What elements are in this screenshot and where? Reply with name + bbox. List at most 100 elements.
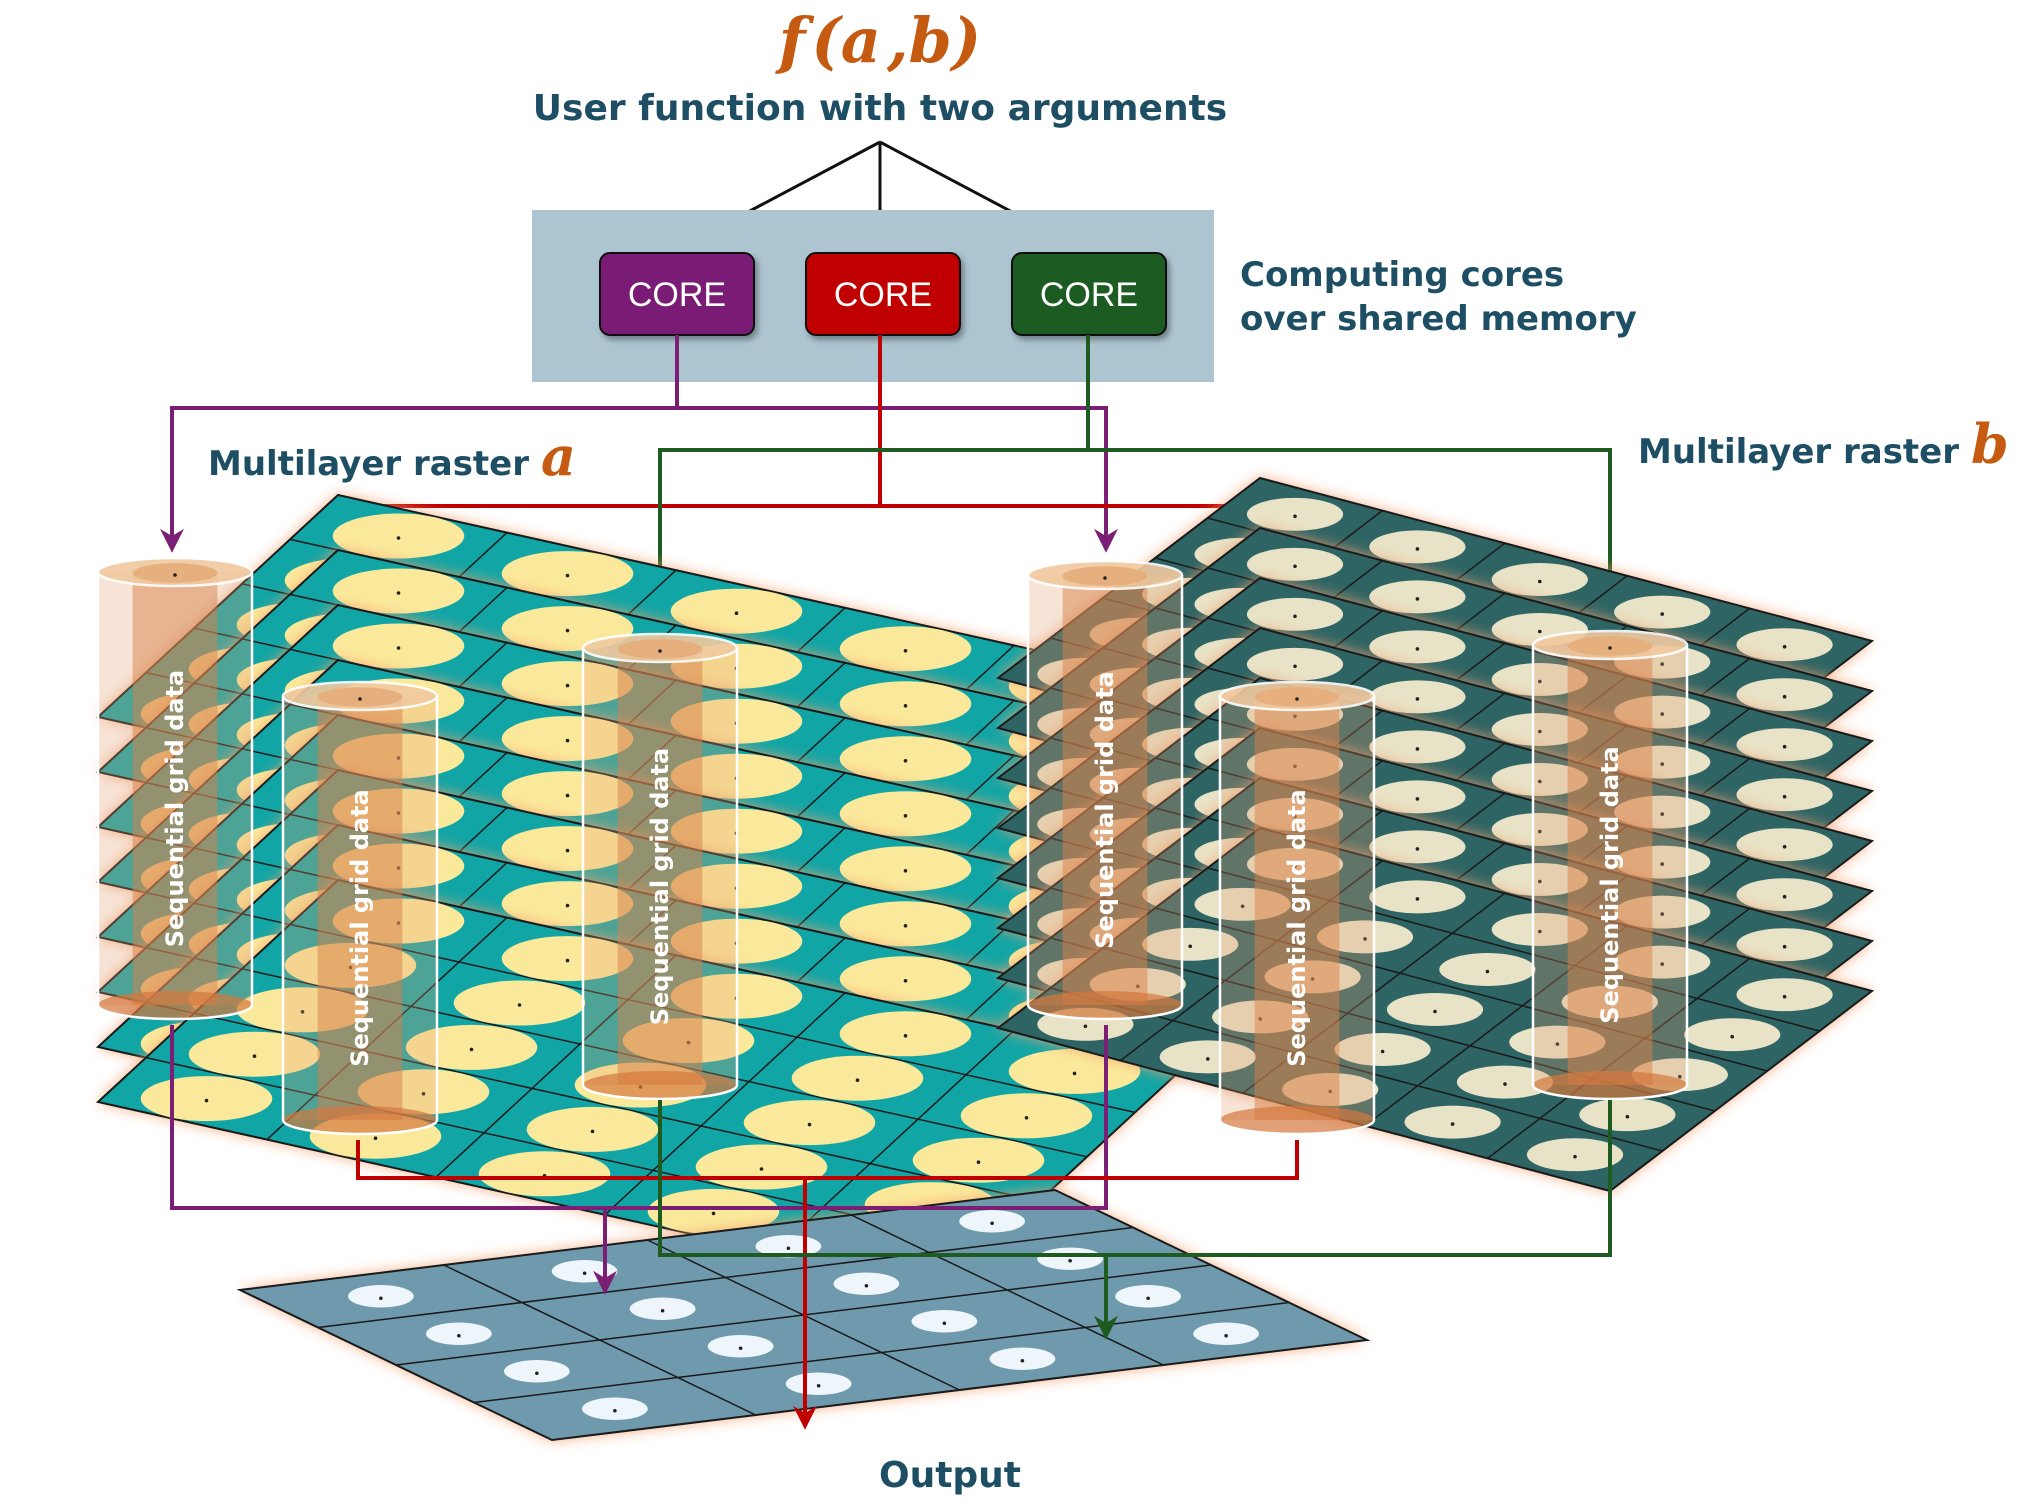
grid-cell bbox=[629, 1297, 696, 1321]
grid-cell bbox=[1491, 813, 1588, 846]
grid-cell bbox=[1316, 920, 1414, 954]
grid-cell bbox=[1736, 828, 1833, 862]
grid-cell bbox=[1369, 880, 1466, 914]
output-label: Output bbox=[879, 1455, 1021, 1496]
grid-cell bbox=[501, 771, 634, 817]
grid-cell bbox=[581, 1397, 648, 1421]
grid-cell bbox=[833, 1272, 900, 1296]
grid-cell bbox=[501, 936, 634, 982]
grid-cell bbox=[501, 826, 634, 872]
purple-connector-b bbox=[677, 406, 1118, 553]
grid-cell bbox=[1736, 928, 1833, 962]
grid-cell bbox=[1369, 780, 1466, 814]
purple-connector-a bbox=[160, 335, 679, 553]
grid-cell bbox=[501, 716, 634, 762]
grid-cell bbox=[1369, 730, 1466, 764]
core-box-2: CORE bbox=[805, 252, 961, 336]
raster-a-stack: Sequential grid data Sequential grid data… bbox=[95, 493, 1186, 1292]
cylinder-label: Sequential grid data bbox=[346, 789, 374, 1067]
grid-cell bbox=[332, 623, 465, 669]
grid-cell bbox=[1142, 927, 1239, 961]
grid-cell bbox=[405, 1024, 538, 1070]
grid-cell bbox=[1037, 1247, 1104, 1271]
grid-cell bbox=[791, 1055, 924, 1101]
grid-cell bbox=[1614, 595, 1711, 629]
shared-memory-label-line1: Computing cores bbox=[1240, 255, 1564, 295]
core-label: CORE bbox=[1040, 276, 1138, 314]
cylinder-a-3: Sequential grid data bbox=[581, 632, 739, 1101]
core-group: CORE CORE CORE bbox=[599, 252, 1167, 336]
grid-cell bbox=[501, 551, 634, 597]
grid-cell bbox=[1491, 863, 1588, 896]
red-return bbox=[356, 1140, 1299, 1180]
grid-cell bbox=[1115, 1284, 1182, 1308]
grid-cell bbox=[1526, 1138, 1624, 1172]
grid-cell bbox=[1369, 530, 1466, 564]
cylinder-b-2: Sequential grid data bbox=[1218, 680, 1376, 1136]
grid-cell bbox=[1491, 713, 1588, 746]
grid-cell bbox=[695, 1144, 828, 1190]
grid-cell bbox=[526, 1106, 659, 1152]
grid-cell bbox=[1246, 497, 1344, 531]
grid-cell bbox=[839, 626, 972, 672]
grid-cell bbox=[1684, 1018, 1781, 1052]
grid-cell bbox=[960, 1093, 1093, 1139]
cylinder-label: Sequential grid data bbox=[1091, 671, 1119, 949]
grid-cell bbox=[839, 681, 972, 727]
grid-cell bbox=[647, 1188, 780, 1234]
grid-cell bbox=[478, 1151, 611, 1197]
grid-cell bbox=[1246, 597, 1344, 631]
cylinder-b-3: Sequential grid data bbox=[1531, 629, 1689, 1101]
grid-cell bbox=[989, 1347, 1056, 1371]
shared-memory-label-line2: over shared memory bbox=[1240, 299, 1637, 339]
grid-cell bbox=[1736, 778, 1833, 812]
core-label: CORE bbox=[628, 276, 726, 314]
cylinder-label: Sequential grid data bbox=[1283, 789, 1311, 1067]
grid-cell bbox=[332, 568, 465, 614]
cylinder-label: Sequential grid data bbox=[1596, 746, 1624, 1024]
cylinder-label: Sequential grid data bbox=[646, 748, 674, 1026]
grid-cell bbox=[1736, 978, 1833, 1012]
grid-cell bbox=[1736, 878, 1833, 912]
grid-cell bbox=[1491, 563, 1588, 596]
grid-cell bbox=[1439, 953, 1536, 986]
green-connector-a bbox=[648, 335, 1090, 630]
raster-to-output-connectors bbox=[170, 1025, 1612, 1430]
grid-cell bbox=[839, 1011, 972, 1057]
cylinder-a-1: Sequential grid data bbox=[96, 556, 254, 1021]
grid-cell bbox=[1334, 1033, 1431, 1066]
grid-cell bbox=[1736, 628, 1833, 662]
grid-cell bbox=[1369, 680, 1466, 714]
grid-cell bbox=[839, 846, 972, 892]
cylinder-b-1: Sequential grid data bbox=[1026, 559, 1184, 1021]
core-box-1: CORE bbox=[599, 252, 755, 336]
green-return bbox=[658, 1100, 1612, 1257]
cylinder-label: Sequential grid data bbox=[161, 670, 189, 948]
grid-cell bbox=[1369, 830, 1466, 864]
grid-cell bbox=[839, 791, 972, 837]
grid-cell bbox=[785, 1372, 852, 1396]
grid-cell bbox=[1491, 913, 1588, 946]
grid-cell bbox=[425, 1322, 492, 1346]
grid-cell bbox=[1193, 1322, 1260, 1346]
grid-cell bbox=[839, 736, 972, 782]
grid-cell bbox=[1159, 1040, 1256, 1074]
cylinder-a-2: Sequential grid data bbox=[281, 680, 439, 1136]
core-label: CORE bbox=[834, 276, 932, 314]
grid-cell bbox=[1736, 728, 1833, 762]
grid-cell bbox=[347, 1284, 414, 1308]
grid-cell bbox=[670, 588, 803, 634]
grid-cell bbox=[188, 1031, 321, 1077]
grid-cell bbox=[1404, 1105, 1501, 1139]
grid-cell bbox=[1246, 547, 1344, 581]
grid-cell bbox=[501, 881, 634, 927]
grid-cell bbox=[1579, 1098, 1676, 1132]
grid-cell bbox=[1491, 663, 1588, 696]
grid-cell bbox=[911, 1309, 978, 1333]
grid-cell bbox=[839, 956, 972, 1002]
grid-cell bbox=[1246, 647, 1344, 681]
grid-cell bbox=[1386, 993, 1484, 1026]
